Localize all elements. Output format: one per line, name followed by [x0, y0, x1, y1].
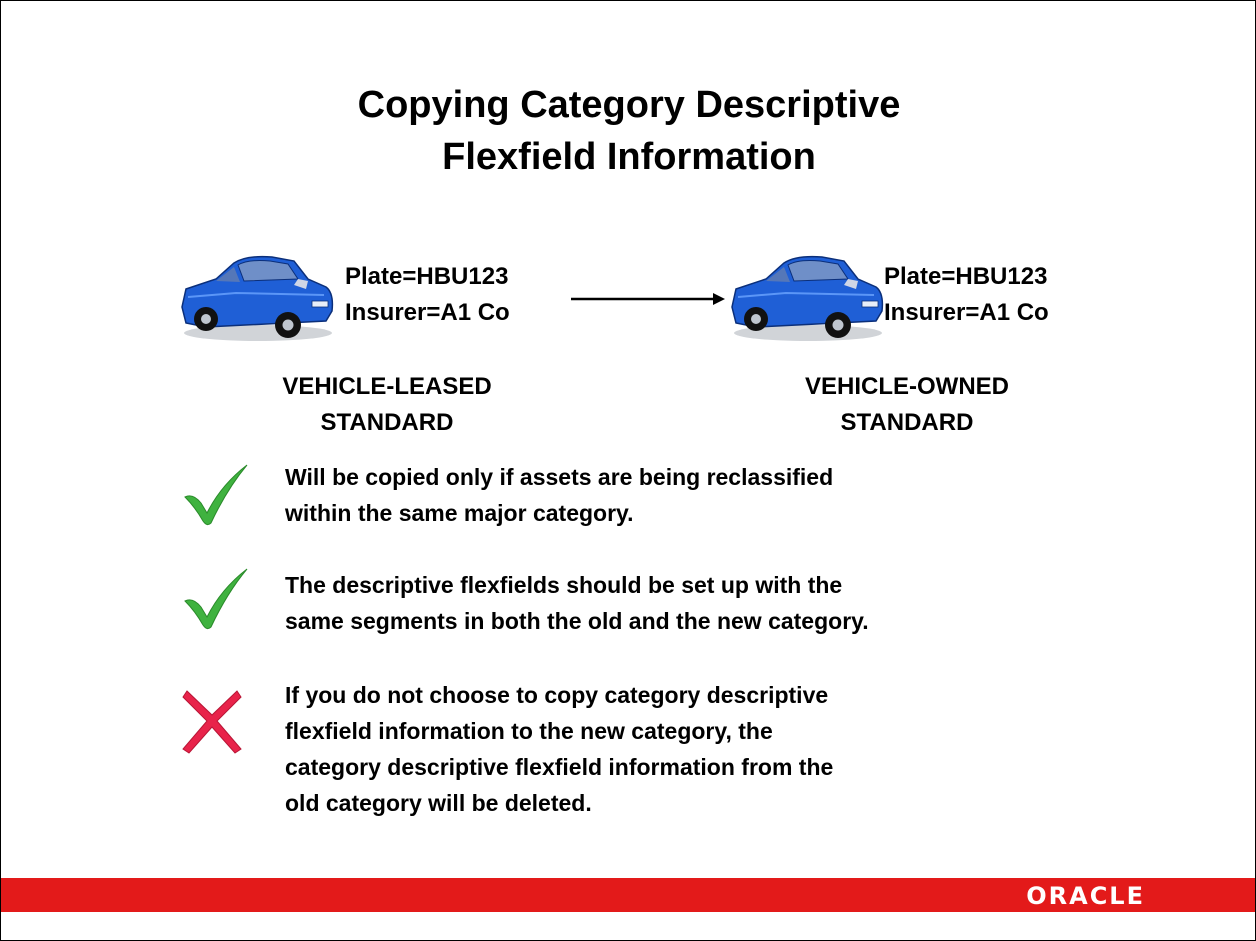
checkmark-icon — [184, 464, 248, 526]
bullet-3-line-1: If you do not choose to copy category de… — [285, 682, 829, 708]
bullet-2-line-2: same segments in both the old and the ne… — [285, 608, 869, 634]
bullet-3-line-2: flexfield information to the new categor… — [285, 718, 773, 744]
bullet-3-line-3: category descriptive flexfield informati… — [285, 754, 834, 780]
right-plate-text: Plate=HBU123 — [884, 263, 1048, 290]
bullet-1-text: Will be copied only if assets are being … — [285, 459, 1185, 531]
left-category-line-1: VEHICLE-LEASED — [282, 373, 492, 400]
footer-bar: ORACLE — [1, 878, 1255, 912]
bullet-2-text: The descriptive flexfields should be set… — [285, 567, 1185, 639]
left-category-line-2: STANDARD — [320, 409, 454, 436]
car-icon-owned — [731, 255, 884, 341]
oracle-logo: ORACLE — [1026, 882, 1145, 910]
right-category-line-2: STANDARD — [840, 409, 974, 436]
bullet-2-line-1: The descriptive flexfields should be set… — [285, 572, 843, 598]
right-category-label: VEHICLE-OWNED STANDARD — [727, 369, 1087, 441]
car-icon-leased — [181, 255, 334, 341]
cross-icon — [182, 690, 242, 754]
left-category-label: VEHICLE-LEASED STANDARD — [207, 369, 567, 441]
left-plate-text: Plate=HBU123 — [345, 263, 509, 290]
right-category-line-1: VEHICLE-OWNED — [805, 373, 1009, 400]
title-line-1: Copying Category Descriptive — [357, 84, 901, 126]
right-vehicle-attributes: Plate=HBU123 Insurer=A1 Co — [884, 259, 1049, 331]
slide-title: Copying Category Descriptive Flexfield I… — [1, 79, 1256, 183]
checkmark-icon — [184, 568, 248, 630]
left-vehicle-attributes: Plate=HBU123 Insurer=A1 Co — [345, 259, 510, 331]
title-line-2: Flexfield Information — [442, 136, 816, 178]
arrow-right-icon — [571, 293, 725, 305]
bullet-1-line-1: Will be copied only if assets are being … — [285, 464, 834, 490]
bullet-3-line-4: old category will be deleted. — [285, 790, 592, 816]
bullet-1-line-2: within the same major category. — [285, 500, 634, 526]
right-insurer-text: Insurer=A1 Co — [884, 299, 1049, 326]
bullet-3-text: If you do not choose to copy category de… — [285, 677, 1185, 821]
left-insurer-text: Insurer=A1 Co — [345, 299, 510, 326]
